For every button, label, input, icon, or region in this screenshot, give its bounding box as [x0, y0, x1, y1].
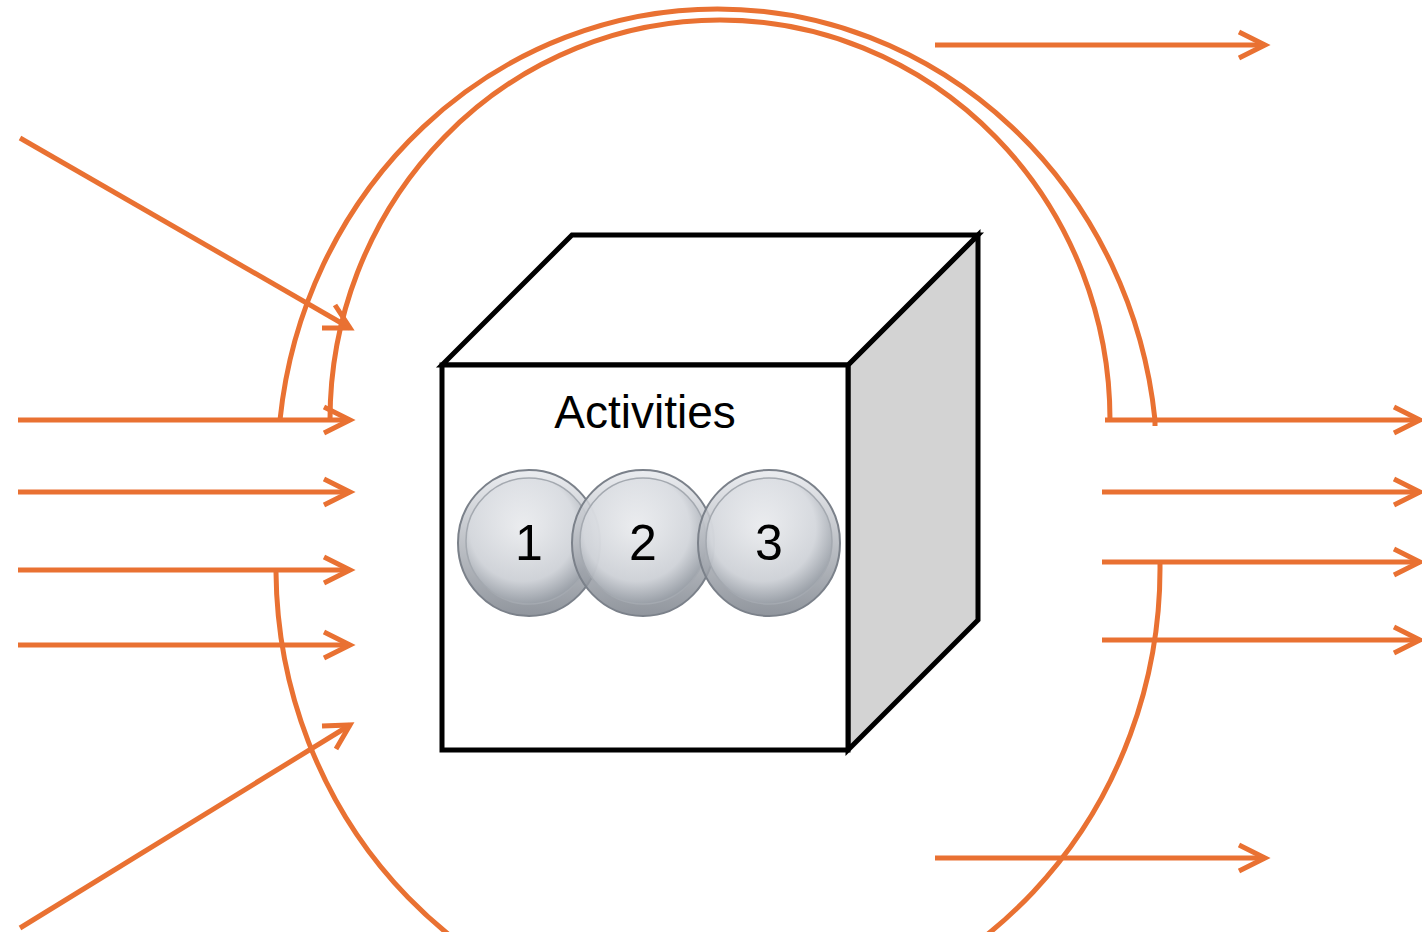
- output-arrow: [935, 856, 1265, 861]
- input-arrow: [18, 643, 350, 648]
- arrow-head: [1394, 627, 1420, 653]
- arrow-head: [324, 479, 350, 505]
- arrow-head: [322, 305, 350, 328]
- arrow-head: [324, 557, 350, 583]
- cube-label: Activities: [442, 387, 848, 438]
- input-arrow: [20, 138, 350, 328]
- inner-loop-arc: [330, 20, 1110, 420]
- activity-number: 2: [570, 468, 716, 618]
- input-arrow: [18, 490, 350, 495]
- output-arrow: [1105, 418, 1420, 423]
- output-arrow: [935, 43, 1265, 48]
- arrow-head: [1394, 549, 1420, 575]
- input-arrow: [18, 568, 350, 573]
- output-arrow: [1102, 638, 1420, 643]
- cube-top: [442, 235, 978, 365]
- input-arrow: [18, 418, 350, 423]
- activity-disc: 3: [696, 468, 842, 618]
- output-arrow: [1102, 560, 1420, 565]
- input-arrow: [20, 725, 350, 928]
- cube-front: [442, 365, 848, 750]
- arrow-head: [1394, 479, 1420, 505]
- activity-disc: 2: [570, 468, 716, 618]
- arrow-head: [1394, 407, 1420, 433]
- arrow-head: [1239, 845, 1265, 871]
- arrow-head: [324, 632, 350, 658]
- arrow-head: [1239, 32, 1265, 58]
- arrow-head: [324, 407, 350, 433]
- activity-cube: Activities123: [442, 235, 978, 750]
- arrow-head: [322, 725, 350, 749]
- activity-number: 3: [696, 468, 842, 618]
- output-arrow: [1102, 490, 1420, 495]
